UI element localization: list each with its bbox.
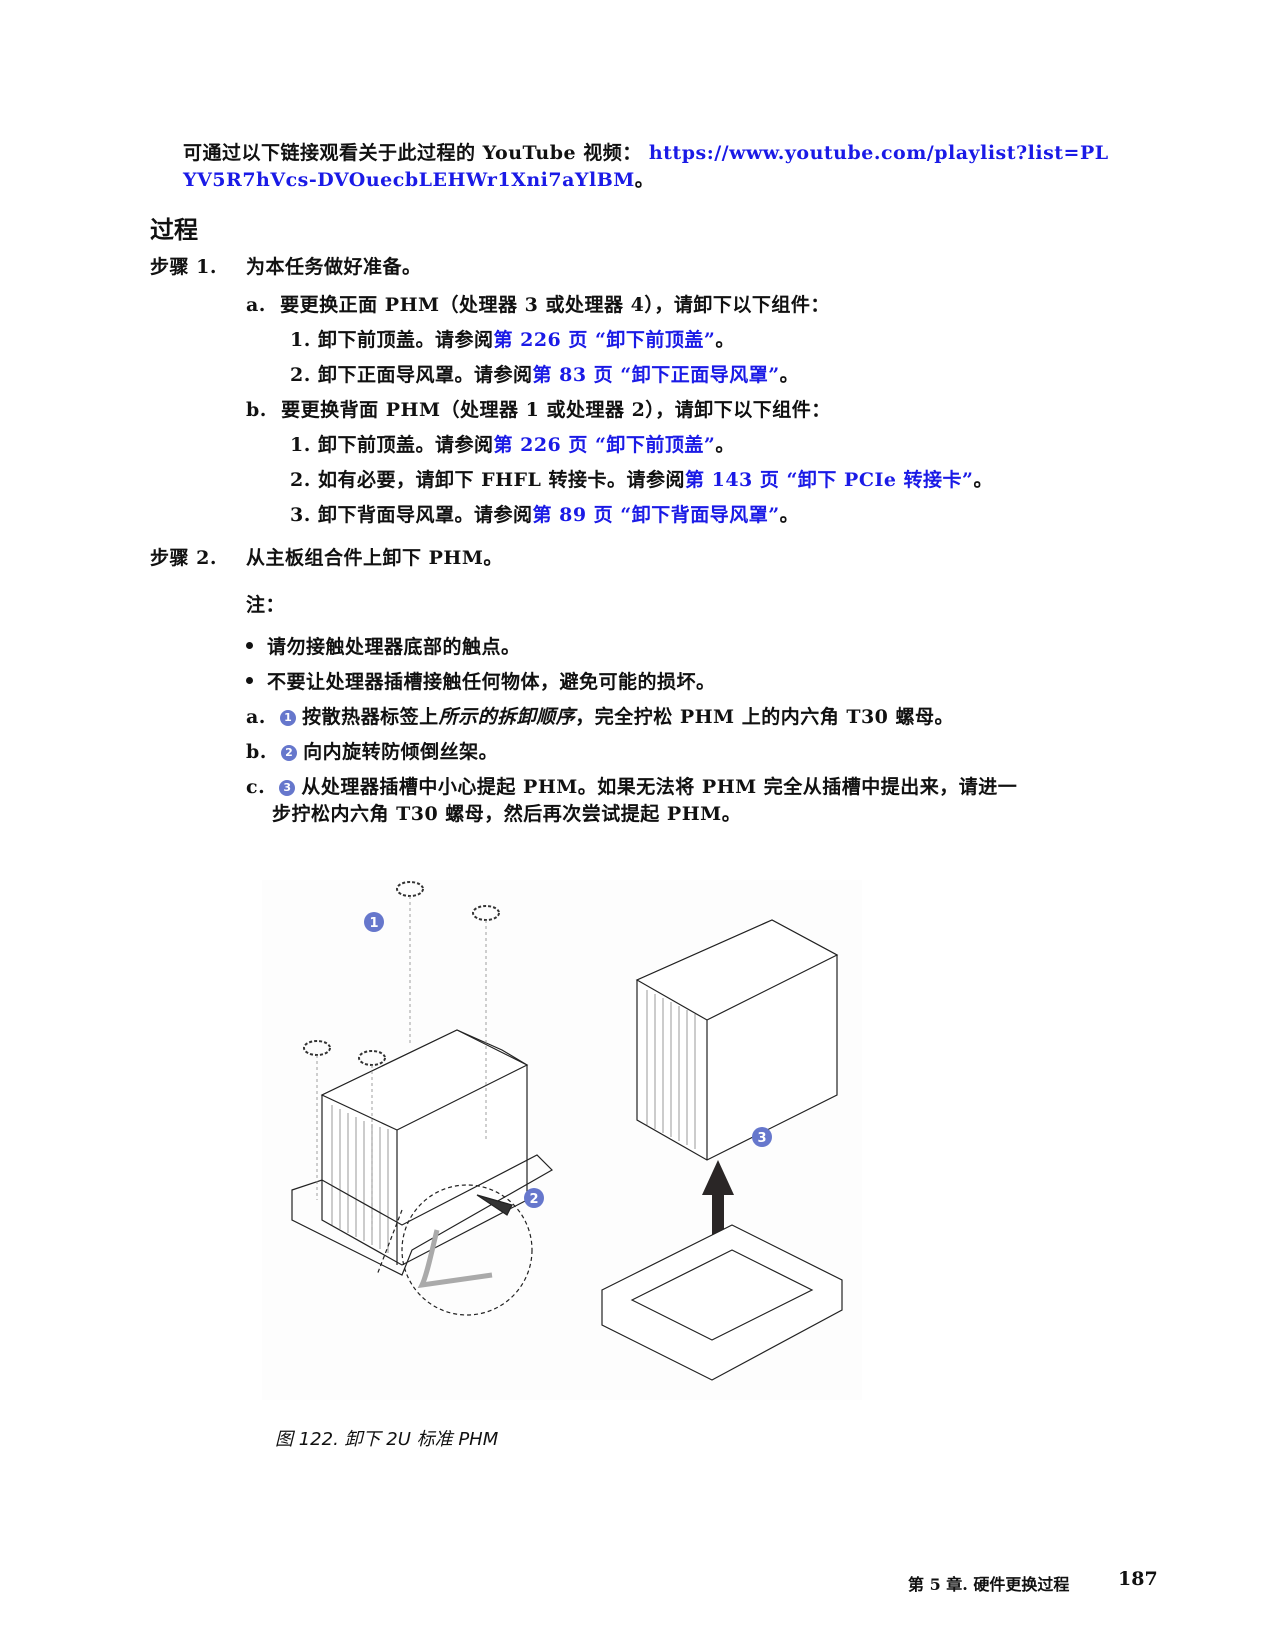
note-text: 不要让处理器插槽接触任何物体，避免可能的损坏。 (267, 671, 716, 693)
note-item-1: 请勿接触处理器底部的触点。 (246, 632, 521, 659)
xref-link[interactable]: 第 226 页 “卸下前顶盖” (493, 329, 716, 351)
step1-b-item-2: 2. 如有必要，请卸下 FHFL 转接卡。请参阅第 143 页 “卸下 PCIe… (290, 465, 993, 492)
step2-label: 步骤 2. (150, 547, 217, 569)
text: 卸下前顶盖。请参阅 (317, 329, 494, 351)
callout-2-icon (524, 1188, 544, 1208)
num: 2. (290, 469, 311, 491)
callout-2-icon: 2 (281, 745, 298, 761)
intro-line-2: YV5R7hVcs-DVOuecbLEHWr1Xni7aYlBM。 (183, 165, 654, 192)
punct: 。 (715, 329, 735, 351)
step1-a-text: 要更换正面 PHM（处理器 3 或处理器 4），请卸下以下组件： (280, 294, 830, 316)
xref-link[interactable]: 第 143 页 “卸下 PCIe 转接卡” (685, 469, 974, 491)
num: 3. (290, 504, 311, 526)
num: 2. (290, 364, 311, 386)
punct: 。 (973, 469, 993, 491)
step2-text: 从主板组合件上卸下 PHM。 (246, 547, 503, 569)
step1-b-text: 要更换背面 PHM（处理器 1 或处理器 2），请卸下以下组件： (281, 399, 831, 421)
text: 卸下正面导风罩。请参阅 (317, 364, 533, 386)
xref-link[interactable]: 第 226 页 “卸下前顶盖” (493, 434, 716, 456)
figure-caption: 图 122. 卸下 2U 标准 PHM (275, 1429, 499, 1450)
text: 按散热器标签上 (302, 706, 439, 728)
intro-line-1: 可通过以下链接观看关于此过程的 YouTube 视频： https://www.… (183, 138, 1109, 165)
callout-1-icon: 1 (280, 710, 297, 726)
text: 卸下前顶盖。请参阅 (317, 434, 494, 456)
note-text: 请勿接触处理器底部的触点。 (267, 636, 521, 658)
text: 卸下背面导风罩。请参阅 (317, 504, 533, 526)
marker: a. (246, 294, 266, 316)
step1-label: 步骤 1. (150, 256, 217, 278)
text: ，完全拧松 PHM 上的内六角 T30 螺母。 (575, 706, 955, 728)
intro-text: 可通过以下链接观看关于此过程的 YouTube 视频： (183, 142, 642, 164)
note-item-2: 不要让处理器插槽接触任何物体，避免可能的损坏。 (246, 667, 716, 694)
svg-text:2: 2 (529, 1192, 538, 1207)
substep-c: c. 3 从处理器插槽中小心提起 PHM。如果无法将 PHM 完全从插槽中提出来，… (246, 772, 1017, 799)
phm-removal-figure: 1 2 3 (262, 880, 862, 1400)
marker: c. (246, 776, 266, 798)
svg-text:1: 1 (369, 916, 378, 931)
italic-text: 所示的拆卸顺序 (438, 706, 576, 728)
text: 如有必要，请卸下 FHFL 转接卡。请参阅 (317, 469, 685, 491)
marker: b. (246, 741, 267, 763)
footer-chapter: 第 5 章. 硬件更换过程 (908, 1575, 1070, 1594)
bullet-icon (246, 677, 253, 684)
step1-a-item-1: 1. 卸下前顶盖。请参阅第 226 页 “卸下前顶盖”。 (290, 325, 735, 352)
page-number: 187 (1118, 1568, 1158, 1590)
num: 1. (290, 434, 311, 456)
youtube-link-cont[interactable]: YV5R7hVcs-DVOuecbLEHWr1Xni7aYlBM (183, 169, 635, 191)
callout-3-icon (752, 1127, 772, 1147)
punct: 。 (634, 169, 655, 191)
marker: a. (246, 706, 266, 728)
step1-b-item-1: 1. 卸下前顶盖。请参阅第 226 页 “卸下前顶盖”。 (290, 430, 735, 457)
punct: 。 (779, 364, 800, 386)
substep-b: b. 2 向内旋转防倾倒丝架。 (246, 737, 498, 764)
punct: 。 (715, 434, 735, 456)
text: 向内旋转防倾倒丝架。 (303, 741, 499, 763)
step1-text: 为本任务做好准备。 (246, 256, 422, 278)
note-label: 注： (246, 594, 286, 616)
punct: 。 (779, 504, 800, 526)
section-title: 过程 (150, 215, 198, 244)
text: 从处理器插槽中小心提起 PHM。如果无法将 PHM 完全从插槽中提出来，请进一 (301, 776, 1018, 798)
marker: b. (246, 399, 267, 421)
substep-a: a. 1 按散热器标签上所示的拆卸顺序，完全拧松 PHM 上的内六角 T30 螺母… (246, 702, 954, 729)
callout-3-icon: 3 (279, 780, 296, 796)
step1-b: b. 要更换背面 PHM（处理器 1 或处理器 2），请卸下以下组件： (246, 395, 831, 422)
svg-text:3: 3 (757, 1131, 766, 1146)
substep-c-line2: 步拧松内六角 T30 螺母，然后再次尝试提起 PHM。 (272, 803, 742, 825)
xref-link[interactable]: 第 89 页 “卸下背面导风罩” (532, 504, 780, 526)
callout-1-icon (364, 912, 384, 932)
step1-a-item-2: 2. 卸下正面导风罩。请参阅第 83 页 “卸下正面导风罩”。 (290, 360, 799, 387)
phm-illustration: 1 2 3 (291, 881, 843, 1381)
xref-link[interactable]: 第 83 页 “卸下正面导风罩” (532, 364, 780, 386)
youtube-link[interactable]: https://www.youtube.com/playlist?list=PL (648, 142, 1109, 164)
step1-a: a. 要更换正面 PHM（处理器 3 或处理器 4），请卸下以下组件： (246, 290, 830, 317)
bullet-icon (246, 642, 253, 649)
num: 1. (290, 329, 311, 351)
step1-b-item-3: 3. 卸下背面导风罩。请参阅第 89 页 “卸下背面导风罩”。 (290, 500, 799, 527)
